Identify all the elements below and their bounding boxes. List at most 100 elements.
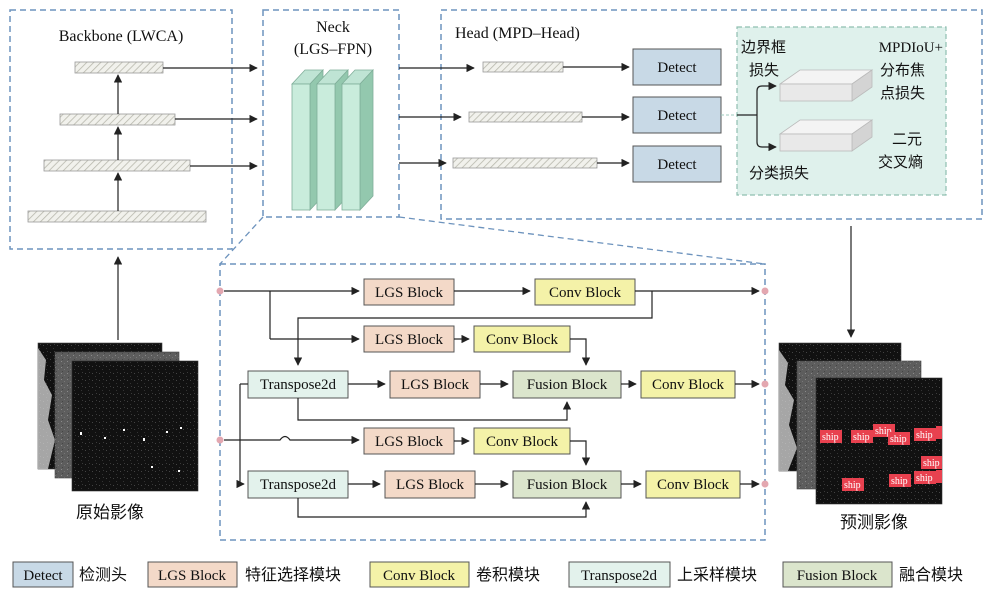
lgs-block-5-label: LGS Block	[396, 477, 464, 493]
ship-label-1: ship	[822, 432, 839, 443]
legend-lgs-text: 特征选择模块	[245, 565, 341, 584]
detect-box-3: Detect	[632, 145, 722, 183]
ship-label-7: ship	[923, 458, 940, 469]
backbone-feature-map-2	[43, 159, 191, 172]
loss-dfl-line2: 分布焦	[880, 61, 925, 79]
ship-label-5: ship	[916, 430, 933, 441]
legend-item-lgs: LGS Block 特征选择模块	[147, 561, 341, 588]
lgs-block-1-label: LGS Block	[375, 285, 443, 301]
fusion-block-1-label: Fusion Block	[527, 377, 608, 393]
output-image-stack: ship ship ship ship ship ship ship ship …	[778, 342, 943, 505]
output-caption: 预测影像	[840, 513, 908, 533]
fusion-block-2-label: Fusion Block	[527, 477, 608, 493]
legend-fusion-text: 融合模块	[899, 565, 963, 584]
head-border	[440, 9, 983, 220]
conv-block-2: Conv Block	[473, 325, 571, 353]
ship-box-7: ship	[921, 456, 942, 469]
neck-detail-border	[219, 263, 766, 541]
loss-bbox-line2: 损失	[749, 61, 779, 79]
zoom-guide-left	[219, 216, 264, 265]
detect-label-2: Detect	[657, 108, 697, 124]
detect-label-3: Detect	[657, 157, 697, 173]
backbone-border	[9, 9, 233, 250]
ship-box-1: ship	[820, 430, 842, 443]
head-feature-map-2	[468, 111, 583, 123]
head-title: Head (MPD–Head)	[455, 25, 580, 42]
legend-detect-text: 检测头	[79, 565, 127, 584]
transpose1-skip-to-fusion1	[297, 398, 572, 421]
legend-conv-text: 卷积模块	[476, 565, 540, 584]
legend-transpose-text: 上采样模块	[677, 565, 757, 584]
conv-block-5: Conv Block	[645, 470, 741, 499]
neck-title-line1: Neck	[316, 19, 350, 36]
legend-item-conv: Conv Block 卷积模块	[369, 561, 540, 588]
neck-panel: Neck (LGS–FPN)	[262, 9, 400, 218]
conv-block-4: Conv Block	[473, 427, 571, 455]
conv-block-3: Conv Block	[640, 370, 736, 399]
loss-branch-lower	[756, 115, 777, 152]
detail-input-node-2	[216, 436, 224, 444]
head-feature-map-3	[452, 157, 598, 169]
ship-detections: ship ship ship ship ship ship ship ship …	[820, 424, 942, 491]
neck-feature-stack	[291, 68, 374, 212]
legend-item-detect: Detect 检测头	[12, 561, 127, 588]
lgs-block-4-label: LGS Block	[375, 434, 443, 450]
transpose-block-1: Transpose2d	[247, 370, 349, 399]
input-image-front	[71, 360, 199, 492]
legend-lgs-box-label: LGS Block	[158, 568, 226, 584]
ship-box-2: ship	[851, 430, 873, 443]
transpose-block-1-label: Transpose2d	[260, 377, 337, 393]
lgs-block-3: LGS Block	[389, 370, 481, 399]
transpose2-skip-to-fusion2	[297, 498, 591, 518]
ship-label-2: ship	[853, 432, 870, 443]
legend: Detect 检测头 LGS Block 特征选择模块 Conv Block 卷…	[12, 561, 963, 588]
backbone-panel: Backbone (LWCA)	[9, 9, 233, 250]
detail-output-node-1	[761, 287, 769, 295]
backbone-feature-map-4	[74, 61, 164, 74]
lgs-block-3-label: LGS Block	[401, 377, 469, 393]
input-image-stack	[37, 342, 199, 492]
neck-title-line2: (LGS–FPN)	[294, 41, 372, 58]
conv1-to-transpose1-arrow	[293, 291, 653, 366]
fusion-block-2: Fusion Block	[512, 470, 622, 499]
neck-border	[262, 9, 400, 218]
ship-box-9: ship	[914, 471, 936, 484]
detect-box-2: Detect	[632, 96, 722, 134]
conv-block-1: Conv Block	[534, 278, 636, 306]
lgs-block-4: LGS Block	[363, 427, 455, 455]
input-ship-targets	[80, 427, 182, 472]
loss-dfl-line1: MPDIoU+	[879, 40, 943, 56]
loss-bce-line1: 二元	[892, 130, 922, 148]
ship-label-9: ship	[916, 473, 933, 484]
conv-block-5-label: Conv Block	[657, 477, 730, 493]
legend-detect-box-label: Detect	[23, 568, 63, 584]
detail-output-node-2	[761, 380, 769, 388]
ship-box-4: ship	[888, 432, 910, 445]
head-panel: Head (MPD–Head) Detect Detect Detect 边界框…	[399, 9, 983, 220]
lgs-block-1: LGS Block	[363, 278, 455, 306]
conv2-to-fusion1-arrow	[570, 338, 591, 366]
ship-label-4: ship	[890, 434, 907, 445]
left-vertical-link	[239, 384, 243, 485]
loss-cls-label: 分类损失	[749, 164, 809, 182]
neck-detail-panel: LGS Block Conv Block LGS Block Conv Bloc…	[216, 263, 769, 541]
loss-dfl-line3: 点损失	[880, 84, 925, 102]
legend-transpose-box-label: Transpose2d	[581, 568, 658, 584]
ship-box-10	[936, 470, 942, 483]
legend-item-transpose: Transpose2d 上采样模块	[568, 561, 757, 588]
transpose-block-2: Transpose2d	[247, 470, 349, 499]
loss-bbox-line1: 边界框	[741, 38, 786, 56]
ship-box-6	[936, 426, 942, 439]
detail-output-node-3	[761, 480, 769, 488]
backbone-title: Backbone (LWCA)	[59, 28, 184, 45]
backbone-feature-map-3	[59, 113, 176, 126]
legend-conv-box-label: Conv Block	[383, 568, 456, 584]
conv-block-2-label: Conv Block	[486, 332, 559, 348]
detail-input-node-1	[216, 287, 224, 295]
conv-block-1-label: Conv Block	[549, 285, 622, 301]
lgs-block-2-label: LGS Block	[375, 332, 443, 348]
loss-panel-bg	[736, 26, 947, 196]
row4-input-arrow	[224, 435, 360, 445]
